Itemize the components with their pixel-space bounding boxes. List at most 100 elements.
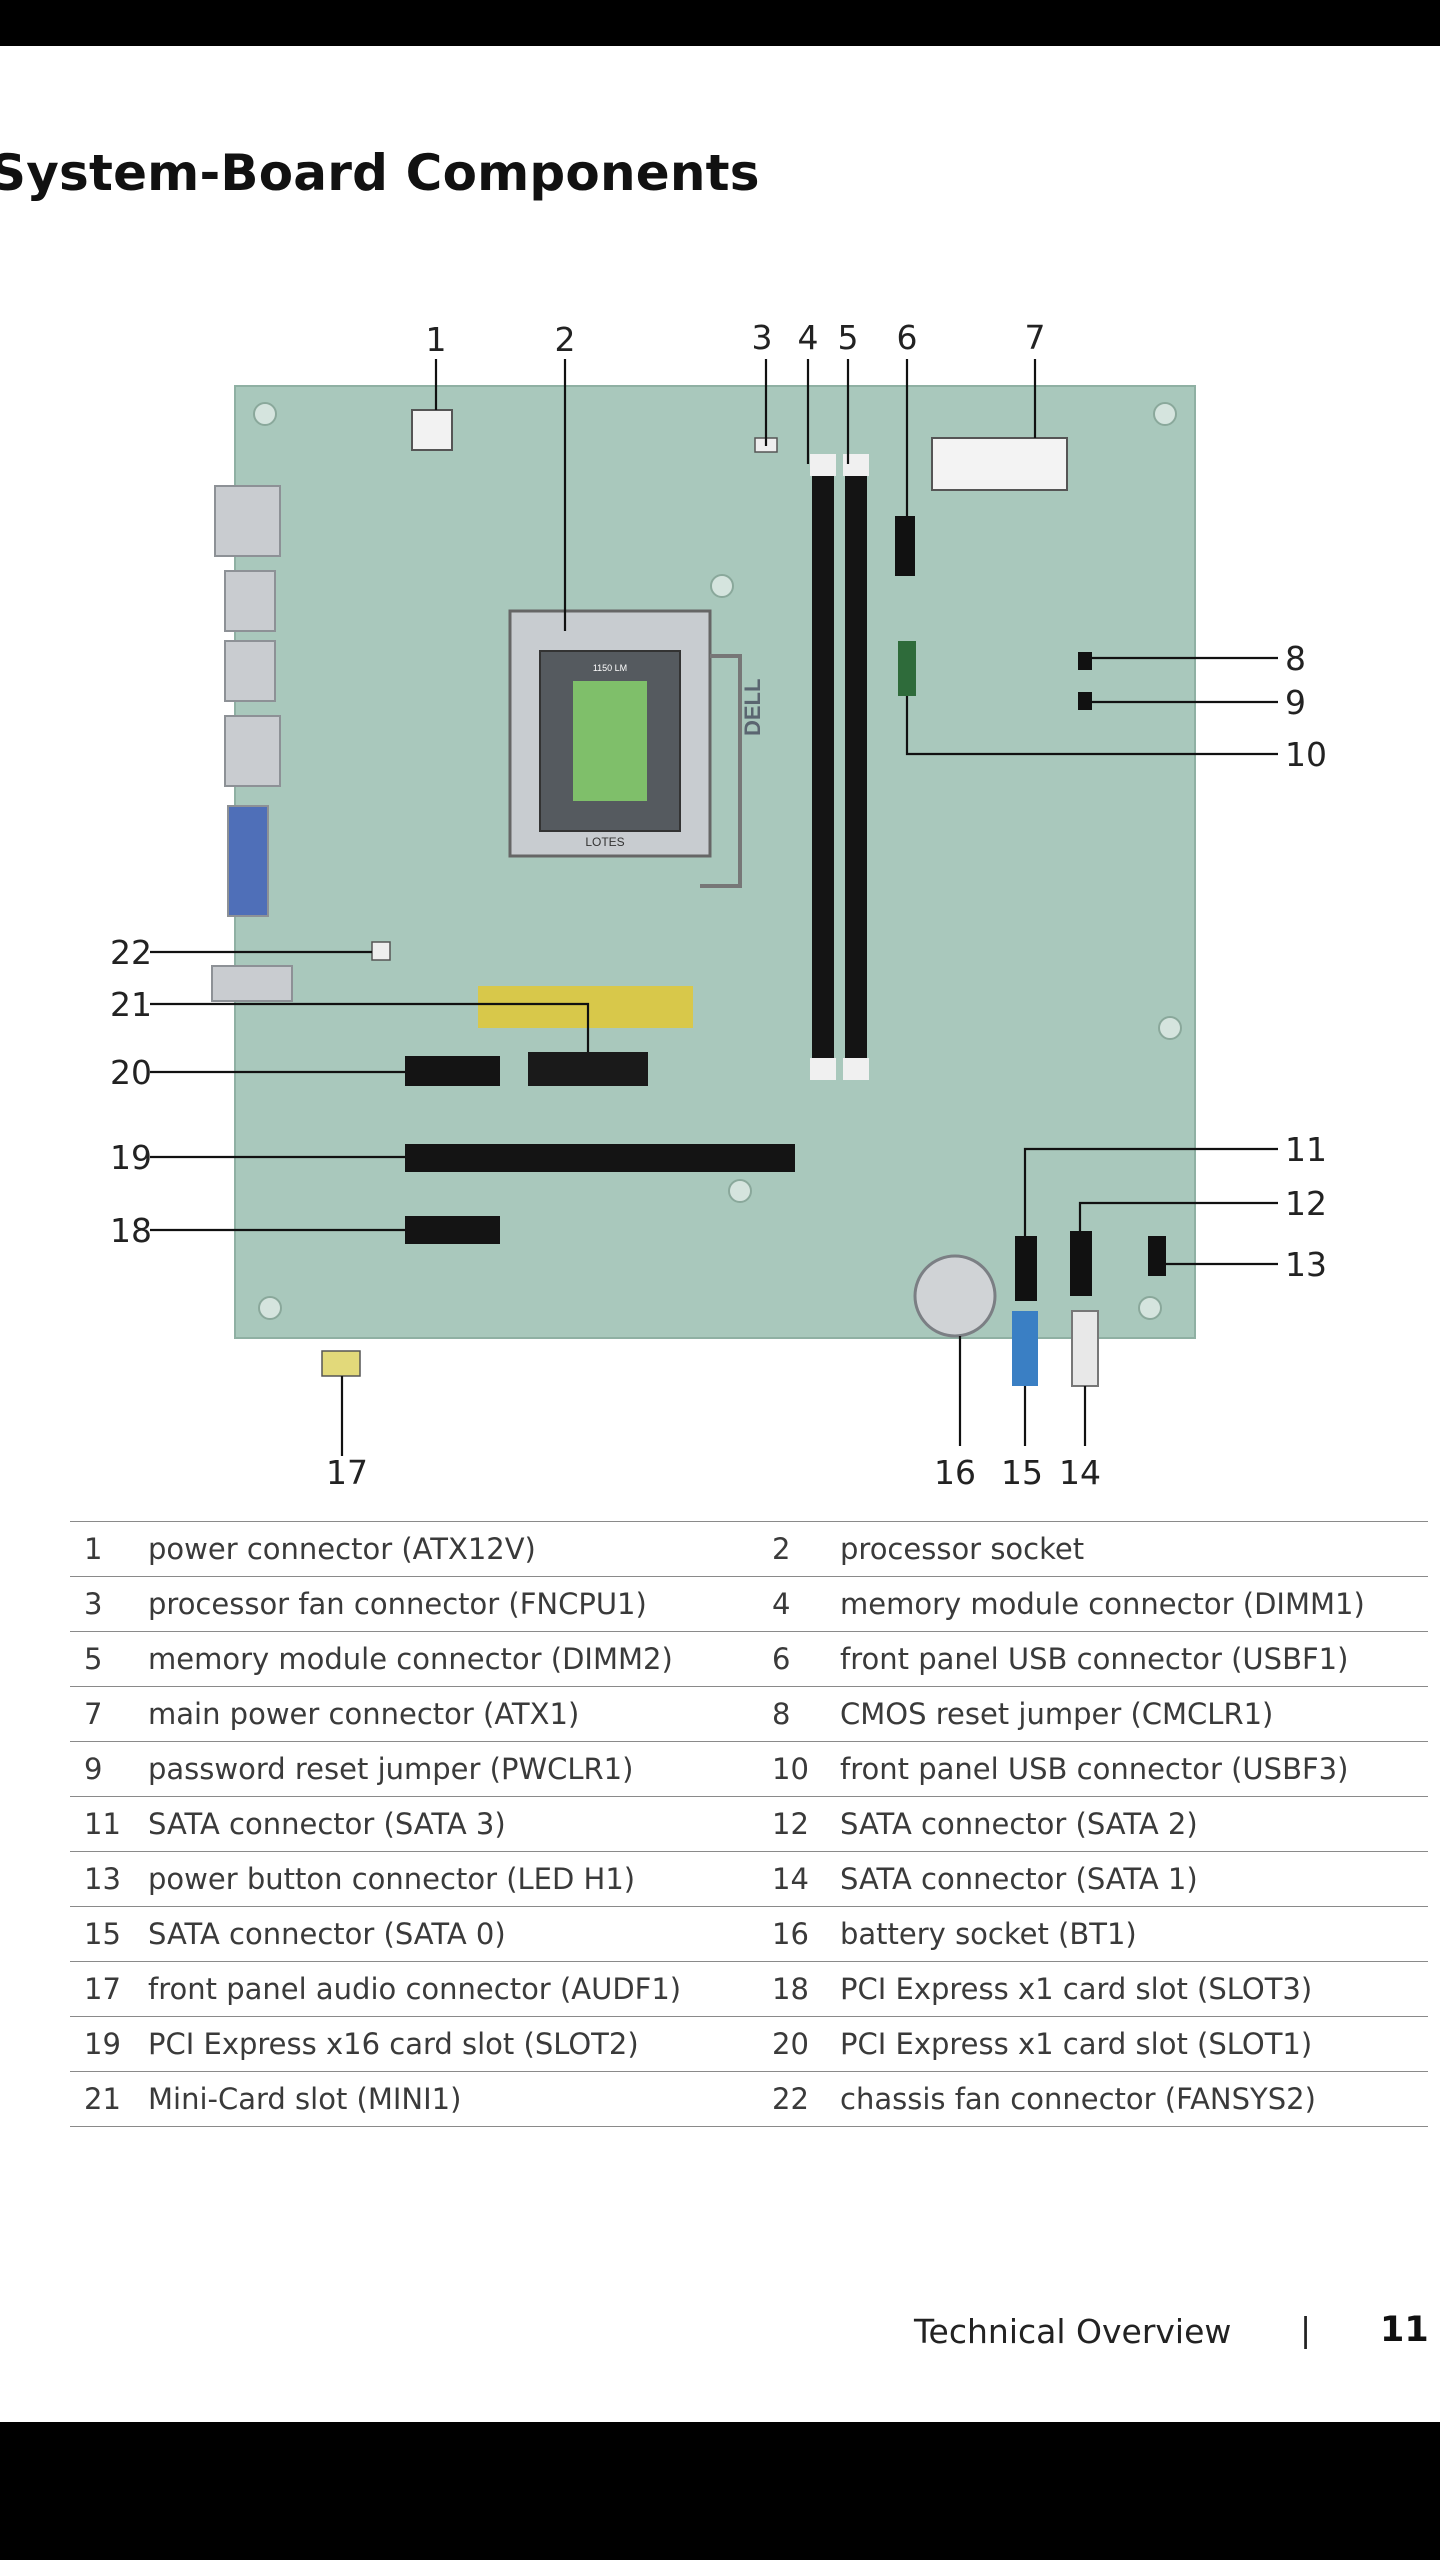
callout-17: 17 — [326, 1453, 368, 1486]
callout-15: 15 — [1001, 1453, 1043, 1486]
component-description: processor socket — [840, 1532, 1085, 1566]
callout-5: 5 — [838, 318, 859, 357]
pcie-x1-slot1 — [405, 1056, 500, 1086]
pcie-x1-slot3 — [405, 1216, 500, 1244]
callout-number: 1 — [84, 1532, 103, 1566]
callout-14: 14 — [1059, 1453, 1101, 1486]
rear-io-ports — [211, 485, 293, 1002]
table-row: 5 memory module connector (DIMM2) 6 fron… — [70, 1632, 1428, 1687]
sata2-connector — [1070, 1231, 1092, 1296]
callout-8: 8 — [1285, 639, 1306, 678]
callout-18: 18 — [110, 1211, 152, 1250]
component-description: front panel audio connector (AUDF1) — [148, 1972, 682, 2006]
component-description: SATA connector (SATA 3) — [148, 1807, 506, 1841]
component-description: SATA connector (SATA 1) — [840, 1862, 1198, 1896]
callout-number: 19 — [84, 2027, 121, 2061]
callout-1: 1 — [426, 320, 447, 359]
sata0-connector — [1012, 1311, 1038, 1386]
document-page: System-Board Components — [0, 46, 1440, 2422]
callout-number: 17 — [84, 1972, 121, 2006]
callout-number: 3 — [84, 1587, 103, 1621]
callout-7: 7 — [1025, 318, 1046, 357]
component-description: battery socket (BT1) — [840, 1917, 1137, 1951]
pcie-x16-slot2 — [405, 1144, 795, 1172]
table-row: 19 PCI Express x16 card slot (SLOT2) 20 … — [70, 2017, 1428, 2072]
component-description: SATA connector (SATA 0) — [148, 1917, 506, 1951]
component-description: PCI Express x1 card slot (SLOT3) — [840, 1972, 1313, 2006]
callout-number: 21 — [84, 2082, 121, 2116]
table-row: 1 power connector (ATX12V) 2 processor s… — [70, 1521, 1428, 1577]
callout-leaders — [150, 359, 1278, 1456]
system-board-illustration: 1150 LM LOTES DELL — [110, 318, 1327, 1486]
chassis-fan-connector — [371, 941, 391, 961]
table-row: 15 SATA connector (SATA 0) 16 battery so… — [70, 1907, 1428, 1962]
component-description: password reset jumper (PWCLR1) — [148, 1752, 634, 1786]
component-description: front panel USB connector (USBF1) — [840, 1642, 1349, 1676]
yellow-strip — [478, 986, 693, 1028]
component-description: SATA connector (SATA 2) — [840, 1807, 1198, 1841]
motherboard — [234, 385, 1196, 1339]
component-description: power connector (ATX12V) — [148, 1532, 536, 1566]
battery-socket — [913, 1254, 997, 1338]
footer-section-title: Technical Overview — [914, 2312, 1232, 2351]
atx-main-connector — [931, 437, 1068, 491]
component-description: PCI Express x1 card slot (SLOT1) — [840, 2027, 1313, 2061]
callout-20: 20 — [110, 1053, 152, 1092]
page-title: System-Board Components — [0, 144, 760, 202]
component-description: memory module connector (DIMM1) — [840, 1587, 1365, 1621]
svg-text:LOTES: LOTES — [585, 835, 624, 849]
callout-number: 7 — [84, 1697, 103, 1731]
minicard-slot — [528, 1052, 648, 1086]
callout-19: 19 — [110, 1138, 152, 1177]
component-description: PCI Express x16 card slot (SLOT2) — [148, 2027, 639, 2061]
table-row: 7 main power connector (ATX1) 8 CMOS res… — [70, 1687, 1428, 1742]
callout-2: 2 — [555, 320, 576, 359]
callout-number: 8 — [772, 1697, 791, 1731]
component-description: Mini-Card slot (MINI1) — [148, 2082, 462, 2116]
callout-number: 9 — [84, 1752, 103, 1786]
callout-10: 10 — [1285, 735, 1327, 774]
callout-number: 4 — [772, 1587, 791, 1621]
callout-4: 4 — [798, 318, 819, 357]
callout-number: 12 — [772, 1807, 809, 1841]
callout-number: 6 — [772, 1642, 791, 1676]
processor-socket: 1150 LM LOTES — [508, 609, 742, 888]
callout-9: 9 — [1285, 683, 1306, 722]
cmos-jumper — [1078, 652, 1092, 670]
components-table: 1 power connector (ATX12V) 2 processor s… — [70, 1521, 1428, 2127]
callout-number: 5 — [84, 1642, 103, 1676]
power-button-header — [1148, 1236, 1166, 1276]
component-description: power button connector (LED H1) — [148, 1862, 636, 1896]
usbf3-header — [898, 641, 916, 696]
callout-number: 11 — [84, 1807, 121, 1841]
board-mounting-holes — [253, 402, 1182, 1320]
component-description: CMOS reset jumper (CMCLR1) — [840, 1697, 1274, 1731]
password-jumper — [1078, 692, 1092, 710]
callout-22: 22 — [110, 933, 152, 972]
callout-12: 12 — [1285, 1184, 1327, 1223]
system-board-figure: 1150 LM LOTES DELL — [0, 46, 1440, 1486]
table-row: 11 SATA connector (SATA 3) 12 SATA conne… — [70, 1797, 1428, 1852]
component-description: main power connector (ATX1) — [148, 1697, 580, 1731]
usbf1-header — [895, 516, 915, 576]
callout-number: 13 — [84, 1862, 121, 1896]
callout-number: 10 — [772, 1752, 809, 1786]
callout-number: 16 — [772, 1917, 809, 1951]
component-description: front panel USB connector (USBF3) — [840, 1752, 1349, 1786]
callout-number: 18 — [772, 1972, 809, 2006]
sata1-connector — [1071, 1310, 1099, 1387]
component-description: memory module connector (DIMM2) — [148, 1642, 673, 1676]
callout-13: 13 — [1285, 1245, 1327, 1284]
callout-labels: 1 2 3 4 5 6 7 8 9 10 11 12 13 14 15 16 1… — [110, 318, 1327, 1486]
table-row: 17 front panel audio connector (AUDF1) 1… — [70, 1962, 1428, 2017]
callout-number: 14 — [772, 1862, 809, 1896]
callout-number: 20 — [772, 2027, 809, 2061]
callout-3: 3 — [752, 318, 773, 357]
callout-16: 16 — [934, 1453, 976, 1486]
callout-11: 11 — [1285, 1130, 1327, 1169]
callout-number: 22 — [772, 2082, 809, 2116]
svg-text:1150 LM: 1150 LM — [593, 663, 627, 673]
table-row: 13 power button connector (LED H1) 14 SA… — [70, 1852, 1428, 1907]
atx12v-connector — [411, 409, 453, 451]
table-row: 3 processor fan connector (FNCPU1) 4 mem… — [70, 1577, 1428, 1632]
